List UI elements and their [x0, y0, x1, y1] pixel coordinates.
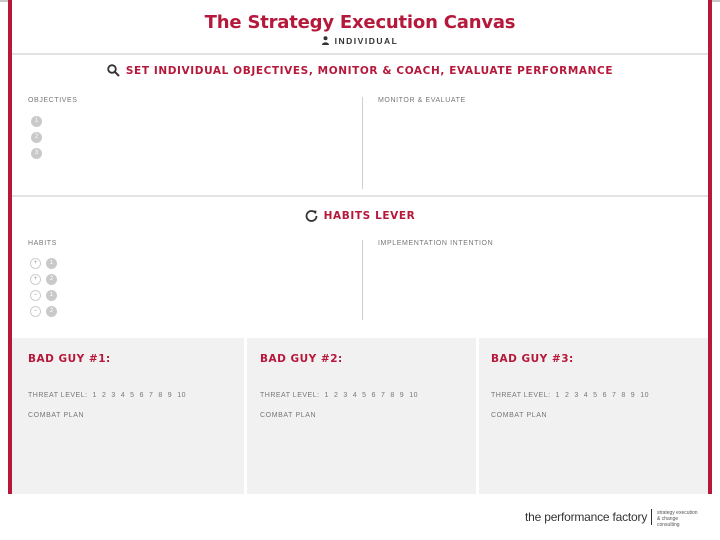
- habits-section-heading: HABITS LEVER: [12, 209, 708, 222]
- brand-divider: [651, 509, 652, 525]
- habit-sign: −: [30, 306, 41, 317]
- threat-level-option[interactable]: 2: [101, 392, 107, 399]
- threat-level-label: THREAT LEVEL:: [260, 392, 320, 399]
- threat-level-option[interactable]: 6: [139, 392, 144, 399]
- threat-level-option[interactable]: 7: [380, 392, 386, 399]
- habit-number: 2: [46, 274, 57, 285]
- monitor-evaluate-label: MONITOR & EVALUATE: [378, 97, 466, 104]
- habit-number: 1: [46, 290, 57, 301]
- bad-guy-title: BAD GUY #3:: [491, 353, 574, 365]
- page-title: The Strategy Execution Canvas: [204, 12, 516, 33]
- column-divider: [362, 97, 363, 189]
- subtitle-text: INDIVIDUAL: [334, 36, 399, 46]
- brand-logo-text: the performance factory: [525, 510, 648, 524]
- objective-number: 3: [31, 148, 42, 159]
- threat-level-option[interactable]: 3: [111, 392, 116, 399]
- column-divider: [244, 338, 247, 494]
- column-divider: [362, 240, 363, 320]
- threat-level-option[interactable]: 4: [352, 392, 358, 399]
- threat-level-option[interactable]: 5: [130, 392, 135, 399]
- brand-tagline: strategy execution & change consulting: [657, 510, 698, 528]
- threat-level-option[interactable]: 6: [602, 392, 607, 399]
- combat-plan-label: COMBAT PLAN: [28, 412, 85, 419]
- habits-heading-text: HABITS LEVER: [323, 210, 416, 222]
- threat-level-option[interactable]: 5: [593, 392, 598, 399]
- threat-level-option[interactable]: 3: [574, 392, 579, 399]
- refresh-icon: [305, 210, 318, 222]
- bad-guy-title: BAD GUY #1:: [28, 353, 111, 365]
- divider: [12, 53, 708, 55]
- threat-level-option[interactable]: 3: [343, 392, 348, 399]
- objectives-heading-text: SET INDIVIDUAL OBJECTIVES, MONITOR & COA…: [125, 65, 614, 77]
- combat-plan-label: COMBAT PLAN: [491, 412, 548, 419]
- combat-plan-label: COMBAT PLAN: [260, 412, 317, 419]
- threat-level-option[interactable]: 9: [399, 392, 405, 399]
- divider: [12, 195, 708, 197]
- threat-level-option[interactable]: 5: [362, 392, 367, 399]
- search-icon: [107, 64, 120, 77]
- objectives-label: OBJECTIVES: [28, 97, 78, 104]
- threat-level-option[interactable]: 2: [333, 392, 339, 399]
- bad-guy-title: BAD GUY #2:: [260, 353, 343, 365]
- threat-level-option[interactable]: 8: [621, 392, 626, 399]
- threat-level-option[interactable]: 10: [640, 392, 649, 399]
- threat-level-option[interactable]: 10: [177, 392, 186, 399]
- implementation-intention-label: IMPLEMENTATION INTENTION: [378, 240, 494, 247]
- threat-level-option[interactable]: 2: [564, 392, 570, 399]
- habits-label: HABITS: [28, 240, 57, 247]
- threat-level-option[interactable]: 9: [167, 392, 173, 399]
- habit-sign: −: [30, 290, 41, 301]
- threat-level-label: THREAT LEVEL:: [491, 392, 551, 399]
- threat-level-option[interactable]: 1: [92, 392, 97, 399]
- objective-number: 1: [31, 116, 42, 127]
- threat-level-option[interactable]: 7: [611, 392, 617, 399]
- threat-level-option[interactable]: 6: [371, 392, 376, 399]
- habit-sign: +: [30, 258, 41, 269]
- threat-level-option[interactable]: 1: [324, 392, 329, 399]
- threat-level-option[interactable]: 7: [148, 392, 154, 399]
- objectives-section-heading: SET INDIVIDUAL OBJECTIVES, MONITOR & COA…: [12, 64, 708, 77]
- threat-level-option[interactable]: 8: [390, 392, 395, 399]
- canvas-frame: The Strategy Execution Canvas INDIVIDUAL…: [8, 0, 712, 494]
- threat-level-label: THREAT LEVEL:: [28, 392, 88, 399]
- threat-level-option[interactable]: 8: [158, 392, 163, 399]
- threat-level-option[interactable]: 4: [120, 392, 126, 399]
- threat-level-option[interactable]: 4: [583, 392, 589, 399]
- person-icon: [321, 36, 329, 45]
- column-divider: [476, 338, 479, 494]
- threat-level-option[interactable]: 9: [630, 392, 636, 399]
- habit-sign: +: [30, 274, 41, 285]
- habit-number: 2: [46, 306, 57, 317]
- habit-number: 1: [46, 258, 57, 269]
- threat-level-option[interactable]: 1: [555, 392, 560, 399]
- threat-level-option[interactable]: 10: [409, 392, 418, 399]
- page-subtitle: INDIVIDUAL: [12, 36, 708, 46]
- objective-number: 2: [31, 132, 42, 143]
